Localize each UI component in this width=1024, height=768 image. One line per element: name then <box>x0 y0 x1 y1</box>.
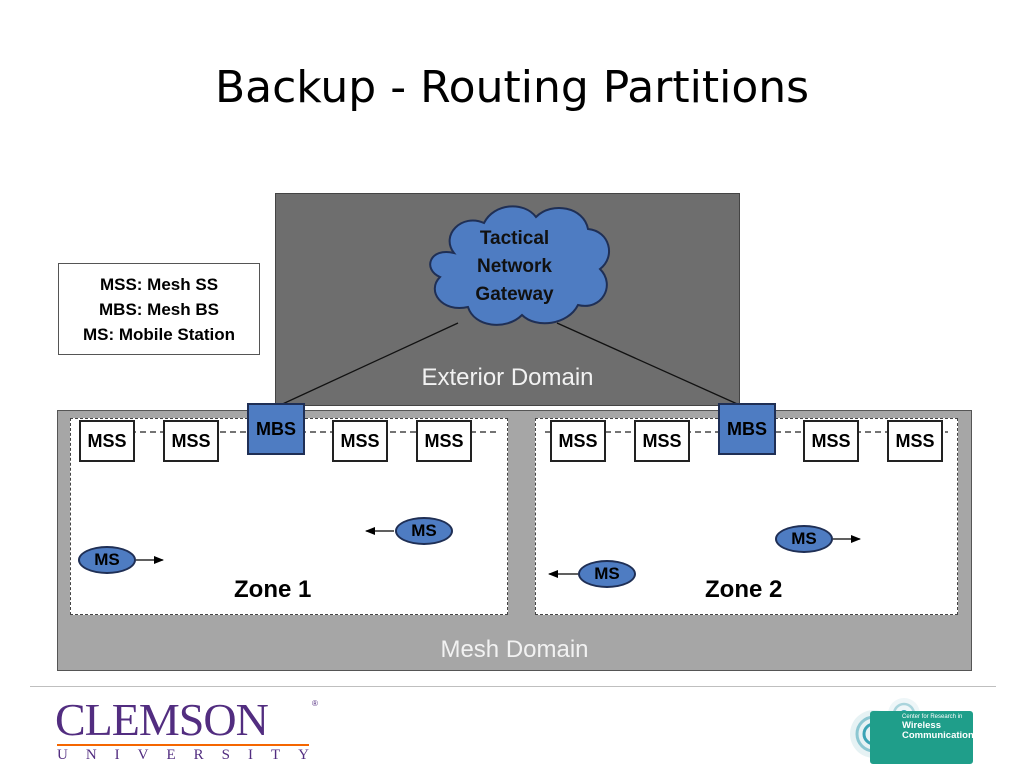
university-letter: T <box>270 747 281 763</box>
mesh-domain-label: Mesh Domain <box>440 636 589 663</box>
legend-mbs: MBS: Mesh BS <box>99 299 219 319</box>
tactical-network-gateway: Tactical Network Gateway <box>412 195 617 335</box>
zone2-ms-2: MS <box>578 560 636 588</box>
university-letter: N <box>85 747 97 763</box>
clemson-logo: CLEMSON <box>55 694 269 745</box>
legend-mss: MSS: Mesh SS <box>99 274 219 294</box>
footer-divider <box>30 686 996 687</box>
zone1-mss-3: MSS <box>332 420 388 462</box>
zone1-mbs: MBS <box>247 403 305 455</box>
zone2-mss-1: MSS <box>550 420 606 462</box>
clemson-registered-mark: ® <box>312 699 318 708</box>
zone1-mss-2: MSS <box>163 420 219 462</box>
university-letter: U <box>57 747 68 763</box>
slide-title: Backup - Routing Partitions <box>214 62 810 113</box>
university-letter: I <box>247 747 253 763</box>
exterior-domain-label: Exterior Domain <box>421 364 594 391</box>
zone1-ms-1: MS <box>78 546 136 574</box>
zone2-mss-3: MSS <box>803 420 859 462</box>
legend-ms: MS: Mobile Station <box>82 324 236 344</box>
gateway-label: Tactical Network Gateway <box>412 225 617 309</box>
cwc-logo-line-1: Center for Research in <box>902 714 963 720</box>
gateway-label-line-3: Gateway <box>475 284 554 305</box>
zone2-ms-1: MS <box>775 525 833 553</box>
zone-1-label: Zone 1 <box>234 576 312 603</box>
cloud-icon <box>429 205 610 326</box>
cwc-logo-badge: Center for Research in Wireless Communic… <box>870 711 980 764</box>
gateway-label-line-1: Tactical <box>479 228 550 249</box>
legend-box: MSS: Mesh SS MBS: Mesh BS MS: Mobile Sta… <box>58 263 260 355</box>
university-letter: R <box>193 747 204 763</box>
zone2-mbs: MBS <box>718 403 776 455</box>
cwc-logo-line-2: Wireless <box>902 720 941 731</box>
zone1-mss-4: MSS <box>416 420 472 462</box>
university-letter: S <box>221 747 230 763</box>
university-letter: V <box>137 747 149 763</box>
university-letter: Y <box>298 747 309 763</box>
zone-2-label: Zone 2 <box>705 576 783 603</box>
zone1-mss-1: MSS <box>79 420 135 462</box>
university-letter: E <box>166 747 176 763</box>
gateway-label-line-2: Network <box>477 256 552 277</box>
zone1-ms-2: MS <box>395 517 453 545</box>
clemson-university-subtitle: U N I V E R S I T Y <box>57 747 309 764</box>
zone2-mss-2: MSS <box>634 420 690 462</box>
cwc-logo-line-3: Communications <box>902 730 980 741</box>
clemson-logo-rule <box>57 744 309 746</box>
zone2-mss-4: MSS <box>887 420 943 462</box>
university-letter: I <box>114 747 120 763</box>
